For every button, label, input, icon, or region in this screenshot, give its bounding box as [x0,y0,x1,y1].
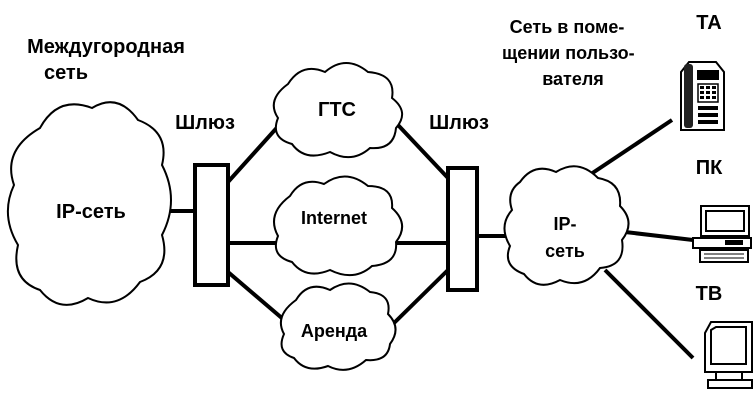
computer-icon [692,205,752,263]
link-gateway-left-lease [226,270,292,327]
gateway-right-label: Шлюз [429,112,489,134]
connections [162,118,695,360]
user-premises-label-line2: щении пользо- [502,43,635,63]
intercity-network-label-line2: сеть [43,62,89,84]
ip-network-cloud-left [6,101,172,306]
ta-label: ТА [696,12,722,34]
user-premises-label-line3: вателя [542,69,604,89]
monitor-icon [704,321,753,389]
telephone-icon [680,61,725,131]
lease-cloud [280,282,397,371]
ip-network-left-label: IP-сеть [56,201,126,223]
internet-label: Internet [300,208,367,228]
gateway-right [446,166,479,292]
gts-cloud [272,62,403,159]
intercity-network-label-line1: Междугородная [27,36,185,58]
gts-label: ГТС [318,99,356,121]
pc-label: ПК [695,157,723,179]
ip-network-cloud-right [503,165,630,286]
link-ipnet-pc [624,230,694,242]
tv-label: ТВ [695,283,723,305]
link-ipnet-tv [603,268,695,360]
user-premises-label-line1: Сеть в поме- [509,17,625,37]
ip-network-right-label-line1: IP- [553,214,577,234]
ip-network-right-label-line2: сеть [545,241,585,261]
lease-label: Аренда [300,321,368,341]
link-ipnet-ta [583,118,674,180]
gateway-left-label: Шлюз [175,112,235,134]
link-gts-gateway-right [396,123,450,180]
link-gateway-left-gts [226,120,284,184]
internet-cloud [273,175,403,277]
gateway-left [193,163,230,287]
link-lease-gateway-right [390,268,450,327]
